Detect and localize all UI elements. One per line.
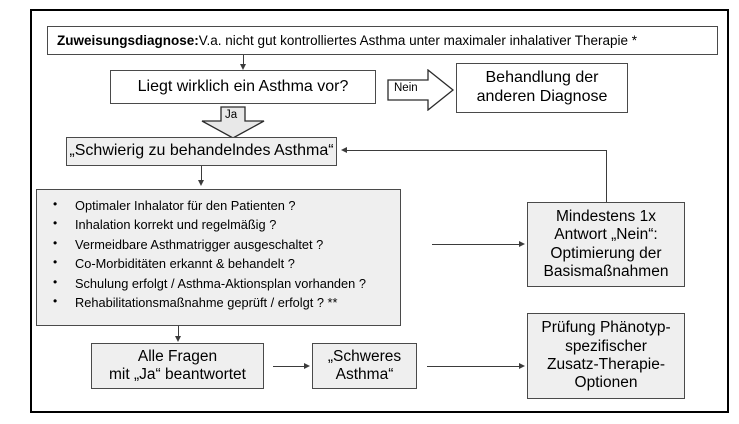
mindestens-line3: Optimierung der: [550, 244, 662, 262]
node-pruefung-phaenotyp-spezifisch: Prüfung Phänotyp- spezifischer Zusatz-Th…: [527, 313, 685, 399]
allefragen-line1: Alle Fragen: [137, 347, 218, 365]
arrowhead-zuweisung-to-liegt: [239, 64, 246, 70]
list-item: Inhalation korrekt und regelmäßig ?: [37, 216, 400, 232]
node-mindestens-1x-antwort-nein: Mindestens 1x Antwort „Nein“: Optimierun…: [527, 202, 685, 287]
list-item: Co-Morbiditäten erkannt & behandelt ?: [37, 255, 400, 271]
block-arrow-ja: Ja: [200, 106, 266, 139]
arrowhead-schweres-to-pruefung: [519, 362, 525, 369]
list-item: Rehabilitationsmaßnahme geprüft / erfolg…: [37, 294, 400, 310]
connector-feedback-vertical: [606, 150, 607, 202]
mindestens-line1: Mindestens 1x: [556, 207, 656, 225]
connector-feedback-horizontal: [347, 150, 607, 151]
node-liegt-wirklich-asthma: Liegt wirklich ein Asthma vor?: [110, 70, 376, 104]
checklist: Optimaler Inhalator für den Patienten ? …: [37, 197, 400, 311]
pruefung-line1: Prüfung Phänotyp-: [541, 319, 671, 337]
node-alle-fragen-mit-ja-beantwortet: Alle Fragen mit „Ja“ beantwortet: [91, 343, 264, 389]
node-schwierig-zu-behandelndes-asthma: „Schwierig zu behandelndes Asthma“: [66, 137, 337, 166]
list-item: Schulung erfolgt / Asthma-Aktionsplan vo…: [37, 275, 400, 291]
block-arrow-nein: Nein: [387, 69, 455, 111]
list-item: Optimaler Inhalator für den Patienten ?: [37, 197, 400, 213]
allefragen-line2: mit „Ja“ beantwortet: [109, 366, 246, 383]
pruefung-line3: Zusatz-Therapie-: [546, 356, 665, 373]
pruefung-line4: Optionen: [574, 374, 638, 392]
connector-bullets-to-mindestens: [432, 244, 521, 245]
nein-label: Nein: [394, 82, 418, 94]
list-item: Vermeidbare Asthmatrigger ausgeschaltet …: [37, 236, 400, 252]
node-zuweisungsdiagnose: Zuweisungsdiagnose: V.a. nicht gut kontr…: [47, 26, 718, 55]
node-behandlung-anderen-diagnose: Behandlung der anderen Diagnose: [456, 63, 628, 113]
node-schweres-asthma: „Schweres Asthma“: [312, 343, 417, 389]
arrowhead-bullets-to-allefragen: [174, 336, 181, 342]
zuweisung-body-label: V.a. nicht gut kontrolliertes Asthma unt…: [198, 32, 637, 48]
schweres-line1: „Schweres: [327, 347, 402, 365]
connector-bullets-to-allefragen: [178, 326, 179, 337]
arrowhead-bullets-to-mindestens: [519, 240, 525, 247]
schwierig-label: „Schwierig zu behandelndes Asthma“: [69, 142, 334, 160]
connector-zuweisung-to-liegt: [243, 55, 244, 66]
arrowhead-schwierig-to-bullets: [197, 180, 204, 186]
connector-allefragen-to-schweres: [273, 366, 305, 367]
liegt-label: Liegt wirklich ein Asthma vor?: [137, 77, 349, 95]
figure-frame: [30, 9, 729, 413]
ja-label: Ja: [225, 109, 238, 121]
pruefung-line2: spezifischer: [565, 337, 647, 355]
schweres-line2: Asthma“: [335, 366, 394, 383]
mindestens-line2: Antwort „Nein“:: [554, 226, 658, 244]
zuweisung-lead-label: Zuweisungsdiagnose:: [57, 32, 199, 48]
arrowhead-allefragen-to-schweres: [304, 362, 310, 369]
connector-schwierig-to-bullets: [201, 166, 202, 181]
behandlung-line1: Behandlung der: [485, 69, 599, 87]
node-basismassnahmen-checklist: Optimaler Inhalator für den Patienten ? …: [36, 189, 401, 326]
connector-schweres-to-pruefung: [427, 366, 521, 367]
mindestens-line4: Basismaßnahmen: [543, 262, 669, 280]
behandlung-line2: anderen Diagnose: [476, 88, 608, 105]
arrowhead-feedback-to-schwierig: [341, 146, 347, 153]
